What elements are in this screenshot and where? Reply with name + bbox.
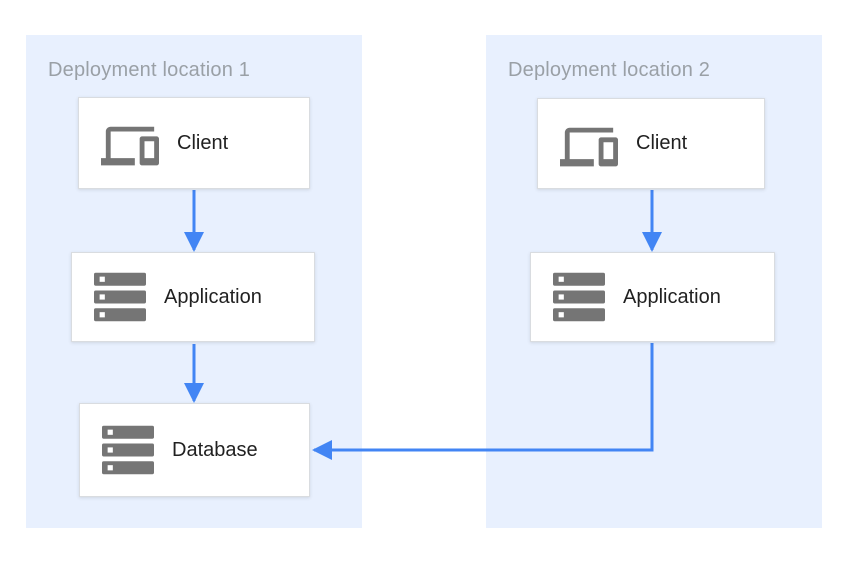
node-application-location-1: Application <box>71 252 315 342</box>
node-database-location-1: Database <box>79 403 310 497</box>
deployment-location-1-label: Deployment location 1 <box>48 59 251 81</box>
node-label: Application <box>623 285 721 308</box>
server-stack-icon <box>94 271 146 323</box>
node-label: Client <box>636 132 688 154</box>
node-client-location-2: Client <box>537 98 765 189</box>
devices-icon <box>101 117 159 169</box>
devices-icon <box>560 118 618 170</box>
node-label: Database <box>172 438 258 461</box>
node-label: Application <box>164 285 262 308</box>
deployment-location-2-label: Deployment location 2 <box>508 59 711 81</box>
node-application-location-2: Application <box>530 252 775 342</box>
node-label: Client <box>177 131 229 154</box>
node-client-location-1: Client <box>78 97 310 189</box>
server-stack-icon <box>553 271 605 323</box>
server-stack-icon <box>102 424 154 476</box>
